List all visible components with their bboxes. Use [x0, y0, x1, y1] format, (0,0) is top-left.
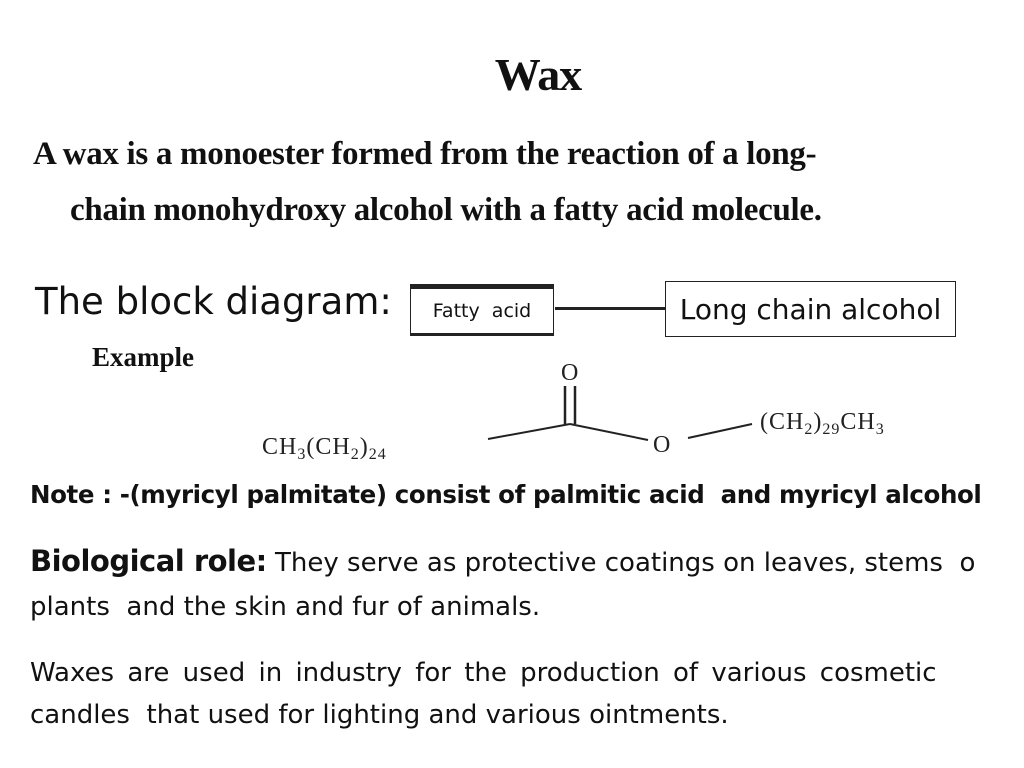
biological-role-line-1: Biological role: They serve as protectiv…	[30, 544, 975, 578]
example-label: Example	[92, 342, 195, 372]
bond-alkyl-to-carbonyl	[487, 423, 571, 440]
note-text: Note : -(myricyl palmitate) consist of p…	[30, 480, 982, 509]
myricyl-palmitate-structure: O O CH3(CH2)24 (CH2)29CH3	[262, 360, 885, 463]
long-chain-alcohol-box: Long chain alcohol	[665, 281, 956, 337]
slide-title: Wax	[494, 49, 582, 100]
carbonyl-oxygen: O	[561, 360, 579, 386]
biological-role-text: They serve as protective coatings on lea…	[266, 548, 976, 578]
definition-line-1: A wax is a monoester formed from the rea…	[33, 136, 817, 172]
long-chain-alcohol-box-label: Long chain alcohol	[679, 292, 942, 326]
definition-line-2: chain monohydroxy alcohol with a fatty a…	[70, 192, 822, 228]
block-diagram-label: The block diagram:	[35, 280, 392, 323]
block-connector-line	[555, 307, 665, 310]
myricyl-group: (CH2)29CH3	[760, 409, 885, 438]
ester-oxygen: O	[653, 432, 671, 458]
fatty-acid-box-label: Fatty acid	[432, 300, 532, 322]
bond-carbonyl-to-ester-oxygen	[569, 423, 649, 441]
palmitoyl-group: CH3(CH2)24	[262, 434, 387, 463]
bond-oxygen-to-alkyl	[687, 423, 753, 439]
fatty-acid-box: Fatty acid	[410, 284, 554, 336]
biological-role-label: Biological role:	[30, 544, 267, 578]
industry-line-2: candles that used for lighting and vario…	[30, 700, 729, 730]
biological-role-line-2: plants and the skin and fur of animals.	[30, 592, 541, 622]
industry-line-1: Waxes are used in industry for the produ…	[30, 658, 937, 688]
